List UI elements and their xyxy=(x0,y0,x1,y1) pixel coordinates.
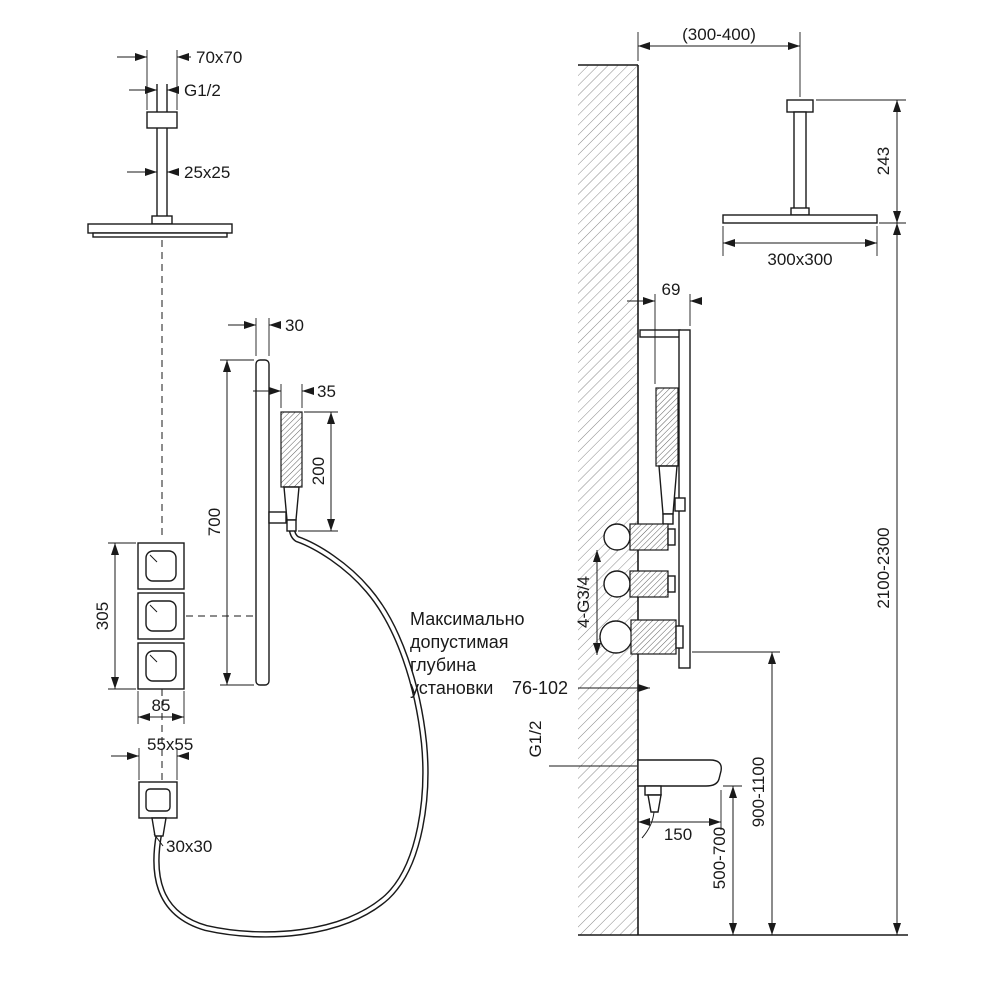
ceiling-shower-side xyxy=(722,99,878,224)
shower-hose xyxy=(153,528,429,938)
hand-shower-head-front xyxy=(280,411,303,488)
dim-arm-drop: 243 xyxy=(816,99,906,224)
label-spout-thread: G1/2 xyxy=(526,721,545,758)
valves-side: 4-G3/4 xyxy=(574,523,684,655)
valve-side-1 xyxy=(603,523,676,551)
dim-panel-depth: 69 xyxy=(627,280,702,384)
label-bar-size: 30 xyxy=(285,316,304,335)
label-spout-height: 500-700 xyxy=(710,827,729,889)
wall-section xyxy=(578,64,908,936)
valve-knob-3 xyxy=(137,642,185,690)
dim-spout-height: 500-700 xyxy=(710,785,742,935)
hand-shower-handle-side xyxy=(658,465,678,515)
head-nut-front xyxy=(151,215,173,225)
ceiling-flange-side xyxy=(786,99,814,113)
dim-handshower-width: 35 xyxy=(253,382,336,408)
label-head-size: 70x70 xyxy=(196,48,242,67)
dim-valve-group-height: 305 xyxy=(93,542,136,690)
dim-wall-offset: (300-400) xyxy=(637,25,801,97)
dim-arm-size: 25x25 xyxy=(127,163,230,182)
valve-knob-1 xyxy=(137,542,185,590)
valve-side-2 xyxy=(603,570,676,598)
label-arm-size: 25x25 xyxy=(184,163,230,182)
hand-shower-nut-front xyxy=(286,519,297,532)
label-valve-height: 900-1100 xyxy=(749,757,768,828)
dim-head-size: 70x70 xyxy=(117,48,242,110)
note-line-1: Максимально xyxy=(410,609,525,629)
spout-hose-stub xyxy=(641,811,655,839)
dim-bar-length: 700 xyxy=(205,359,254,686)
spout-body-side xyxy=(637,759,722,787)
dim-outlet-plate: 55x55 xyxy=(111,735,193,780)
label-head-height: 2100-2300 xyxy=(874,527,893,608)
slider-bracket-side xyxy=(674,497,686,512)
dim-valve-width: 85 xyxy=(137,691,185,724)
label-outlet-plate: 55x55 xyxy=(147,735,193,754)
note-depth-value: 76-102 xyxy=(512,678,568,698)
dim-head-plate: 300x300 xyxy=(722,226,878,269)
dim-bar-size: 30 xyxy=(228,316,304,356)
ceiling-shower-front xyxy=(87,84,233,238)
hand-shower-handle-front xyxy=(283,486,300,521)
valve-knobs-front: 305 85 xyxy=(93,542,185,724)
label-handshower-width: 35 xyxy=(317,382,336,401)
label-panel-depth: 69 xyxy=(662,280,681,299)
head-nut-side xyxy=(790,207,810,216)
ceiling-flange-front xyxy=(146,111,178,129)
valve-knob-2 xyxy=(137,592,185,640)
note-line-3: глубина xyxy=(410,655,477,675)
hand-shower-head-side xyxy=(655,387,679,467)
side-view: (300-400) 300x300 69 xyxy=(410,25,908,936)
label-wall-offset: (300-400) xyxy=(682,25,756,44)
label-bar-length: 700 xyxy=(205,508,224,536)
note-line-4: установки xyxy=(410,678,493,698)
label-outlet-size: 30x30 xyxy=(166,837,212,856)
shower-head-plate-front xyxy=(87,223,233,234)
dim-spout-length: 150 xyxy=(638,790,722,844)
label-valve-width: 85 xyxy=(152,696,171,715)
hand-shower-nut-side xyxy=(662,513,674,525)
shower-panel-side xyxy=(639,329,691,669)
installation-note: Максимально допустимая глубина установки… xyxy=(410,609,650,698)
spout-hose-connector xyxy=(647,794,662,813)
dim-valve-threads: 4-G3/4 xyxy=(574,550,601,655)
label-handshower-length: 200 xyxy=(309,457,328,485)
label-valve-group-height: 305 xyxy=(93,602,112,630)
spout-side xyxy=(637,759,722,839)
outlet-connector-front xyxy=(151,817,167,837)
front-view: 70x70 G1/2 25x25 xyxy=(87,48,429,938)
slide-bar-front xyxy=(255,359,270,686)
panel-bracket-side xyxy=(639,329,681,338)
dim-head-height: 2100-2300 xyxy=(874,223,901,935)
valve-side-3 xyxy=(599,619,684,655)
shower-arm-side xyxy=(793,111,807,216)
shower-head-plate-side xyxy=(722,214,878,224)
slider-bracket-front xyxy=(268,511,287,524)
label-spout-length: 150 xyxy=(664,825,692,844)
dim-head-thread: G1/2 xyxy=(129,81,221,100)
dim-outlet-size: 30x30 xyxy=(153,833,212,856)
label-head-plate: 300x300 xyxy=(767,250,832,269)
label-valve-threads: 4-G3/4 xyxy=(574,576,593,628)
dim-handshower-length: 200 xyxy=(298,411,338,532)
label-head-thread: G1/2 xyxy=(184,81,221,100)
hand-shower-assembly-front: 30 35 200 700 xyxy=(205,316,338,686)
note-line-2: допустимая xyxy=(410,632,509,652)
wall-outlet-front: 55x55 30x30 xyxy=(111,735,212,856)
label-arm-drop: 243 xyxy=(874,147,893,175)
dim-spout-thread: G1/2 xyxy=(526,721,637,767)
dim-valve-height: 900-1100 xyxy=(692,651,780,935)
